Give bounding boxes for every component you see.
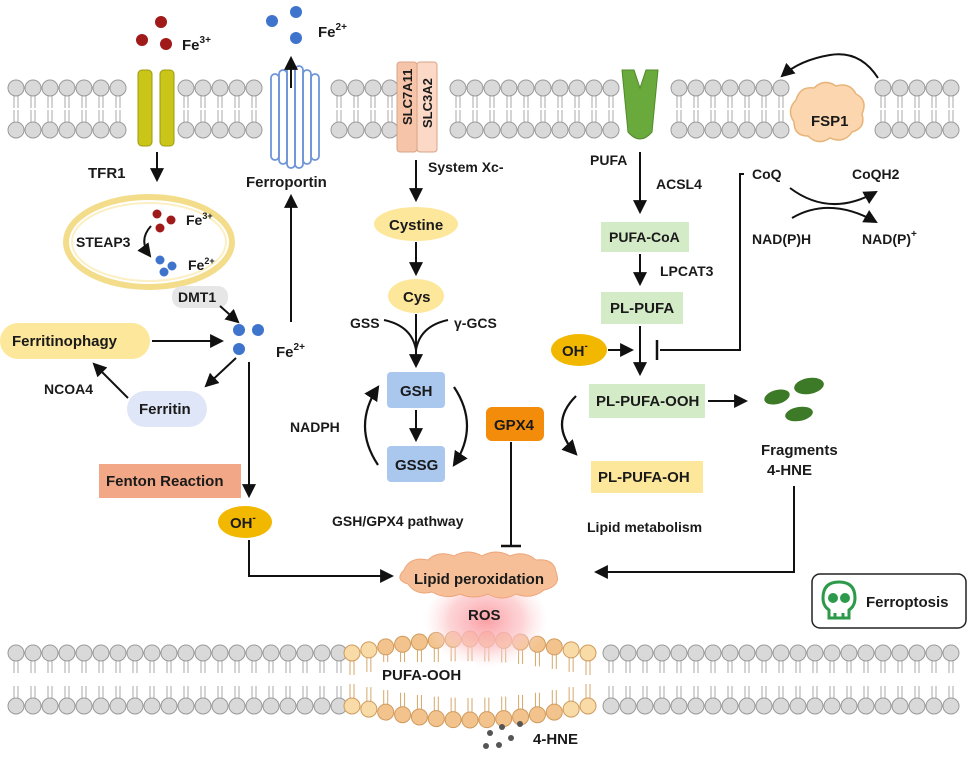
gpx4-label: GPX4 <box>494 417 535 434</box>
gssg-label: GSSG <box>395 457 438 474</box>
cystine-label: Cystine <box>389 217 443 234</box>
dmt1-release-arrow <box>219 305 240 324</box>
coqh2-label: CoQH2 <box>852 166 900 182</box>
tfr1-label: TFR1 <box>88 165 126 182</box>
ros-label: ROS <box>468 607 501 624</box>
fragments-to-peroxidation-arrow <box>593 486 795 579</box>
ferritin-label: Ferritin <box>139 401 191 418</box>
nadph-label: NADPH <box>290 419 340 435</box>
hne-bottom-label: 4-HNE <box>533 731 578 748</box>
oh-to-peroxidation-arrow <box>248 540 395 583</box>
fsp1-label: FSP1 <box>811 113 849 130</box>
fenton-label: Fenton Reaction <box>106 473 224 490</box>
fenton-reaction-node <box>99 464 241 498</box>
pufa-channel <box>621 69 659 140</box>
nadph-cycle-arrow <box>363 385 380 466</box>
cystine-node <box>374 207 458 241</box>
pufa-coa-node <box>601 222 689 252</box>
oh-radical-left <box>218 506 272 538</box>
gssg-node <box>387 446 445 482</box>
upper-membrane <box>7 79 960 139</box>
nadph-fsp-label: NAD(P)H <box>752 231 811 247</box>
acsl4-label: ACSL4 <box>656 176 702 192</box>
ferroptosis-badge: Ferroptosis <box>811 573 967 629</box>
lpcat3-label: LPCAT3 <box>660 263 714 279</box>
fe3-outside-ions <box>136 16 172 50</box>
pufa-coa-label: PUFA-CoA <box>609 229 680 245</box>
ncoa4-arrow <box>92 362 129 399</box>
hne-particles <box>483 721 523 749</box>
fe2-outside-label: Fe2+ <box>318 22 347 41</box>
dmt1-transporter <box>172 286 228 308</box>
ferritin-node <box>127 391 207 427</box>
pl-pufa-ooh-label: PL-PUFA-OOH <box>596 393 699 410</box>
endosome <box>63 194 235 290</box>
cys-node <box>388 279 444 313</box>
ferroportin-channel <box>270 65 320 169</box>
pl-pufa-oh-node <box>591 461 703 493</box>
fe2-outside-ions <box>266 6 302 44</box>
oh-radical-right <box>551 334 607 366</box>
lipid-peroxidation-label: Lipid peroxidation <box>414 571 544 588</box>
nadph-oxidation-arrow <box>791 207 878 224</box>
lipid-fragments <box>764 377 824 422</box>
oh-left-label: OH- <box>230 513 256 532</box>
lower-membrane <box>7 630 960 729</box>
fsp1-cycle-arrow <box>780 53 879 79</box>
gamma-gcs-label: γ-GCS <box>454 315 497 331</box>
slc3a2-label: SLC3A2 <box>420 78 435 128</box>
ferritinophagy-node <box>0 323 150 359</box>
gpx4-gsh-cycle-arrow <box>452 386 469 467</box>
fe2-cytosol-ions <box>233 324 264 355</box>
steap3-label: STEAP3 <box>76 234 131 250</box>
system-xc-transporter: SLC7A11 SLC3A2 <box>396 61 438 153</box>
skull-icon <box>821 580 857 620</box>
pl-pufa-node <box>601 292 683 324</box>
fe2-endosome-label: Fe2+ <box>188 256 215 273</box>
cys-label: Cys <box>403 289 431 306</box>
fe3-outside-label: Fe3+ <box>182 35 211 54</box>
fsp1-protein <box>789 81 865 143</box>
ferroptosis-label: Ferroptosis <box>866 594 949 611</box>
lipid-metabolism-label: Lipid metabolism <box>587 519 702 535</box>
gsh-label: GSH <box>400 383 433 400</box>
fragments-hne-label: 4-HNE <box>767 462 812 479</box>
pl-pufa-label: PL-PUFA <box>610 300 674 317</box>
fe2-to-ferritin-arrow <box>204 357 237 388</box>
ferroportin-label: Ferroportin <box>246 174 327 191</box>
oh-right-label: OH- <box>562 341 588 360</box>
tfr1-receptor <box>137 69 175 147</box>
pufa-label: PUFA <box>590 152 627 168</box>
pl-pufa-ooh-node <box>589 384 705 418</box>
coq-label: CoQ <box>752 166 782 182</box>
gsh-node <box>387 372 445 408</box>
coq-inhibition-line <box>660 173 744 351</box>
coq-reduction-arrow <box>789 187 878 205</box>
pl-pufa-oh-label: PL-PUFA-OH <box>598 469 690 486</box>
ncoa4-label: NCOA4 <box>44 381 93 397</box>
dmt1-label: DMT1 <box>178 289 216 305</box>
gsh-gpx4-pathway-label: GSH/GPX4 pathway <box>332 513 464 529</box>
ferritinophagy-label: Ferritinophagy <box>12 333 118 350</box>
fe2-endosome-ions <box>155 255 177 277</box>
steap3-reduction-arrow <box>137 225 152 258</box>
nadp-plus-label: NAD(P)+ <box>862 229 917 247</box>
gpx4-reduction-arrow <box>561 395 578 456</box>
gss-label: GSS <box>350 315 380 331</box>
fe3-endosome-ions <box>152 209 176 233</box>
fragments-label: Fragments <box>761 442 838 459</box>
fe2-cytosol-label: Fe2+ <box>276 342 305 361</box>
system-xc-label: System Xc- <box>428 159 504 175</box>
fe3-endosome-label: Fe3+ <box>186 211 213 228</box>
pufa-ooh-label: PUFA-OOH <box>382 667 461 684</box>
lipid-peroxidation-cloud <box>399 551 558 599</box>
gpx4-enzyme <box>486 407 544 441</box>
slc7a11-label: SLC7A11 <box>400 69 415 125</box>
